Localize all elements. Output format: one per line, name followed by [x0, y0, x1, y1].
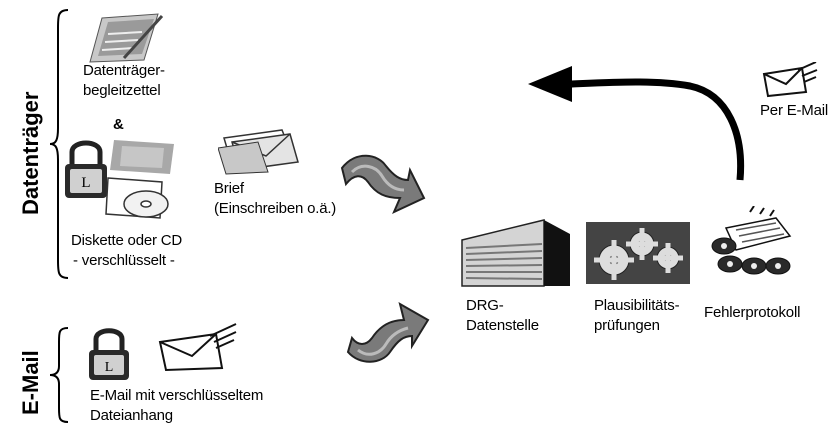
label-per-email: Per E-Mail: [760, 102, 829, 119]
brace-email: [49, 327, 69, 423]
group-label-datentraeger: Datenträger: [18, 91, 43, 215]
group-label-email: E-Mail: [18, 350, 43, 415]
disk-cd-icon: [104, 138, 178, 220]
label-fehlerprotokoll: Fehlerprotokoll: [704, 304, 801, 321]
brace-datentraeger: [49, 9, 69, 279]
svg-text:L: L: [81, 175, 90, 191]
lock-icon: L: [62, 136, 110, 200]
return-arrow-icon: [528, 66, 745, 181]
label-brief-2: (Einschreiben o.ä.): [214, 200, 337, 217]
label-email-attach-1: E-Mail mit verschlüsseltem: [90, 387, 264, 404]
label-begleitzettel-1: Datenträger-: [83, 62, 165, 79]
building-icon: [458, 214, 574, 288]
label-ampersand: &: [113, 116, 124, 133]
hand-arrow-icon: [336, 146, 426, 222]
label-plaus-2: prüfungen: [594, 317, 660, 334]
hand-arrow-icon: [342, 296, 432, 372]
label-brief-1: Brief: [214, 180, 244, 197]
label-begleitzettel-2: begleitzettel: [83, 82, 161, 99]
envelope-letters-icon: [218, 124, 304, 176]
label-drg-1: DRG-: [466, 297, 504, 314]
label-diskette-1: Diskette oder CD: [71, 232, 183, 249]
envelope-icon: [158, 322, 238, 372]
label-drg-2: Datenstelle: [466, 317, 539, 334]
label-email-attach-2: Dateianhang: [90, 407, 173, 424]
paper-rolls-icon: [706, 206, 802, 284]
lock-icon: L: [86, 324, 132, 382]
label-plaus-1: Plausibilitäts-: [594, 297, 680, 314]
envelope-icon: [762, 62, 818, 98]
gears-icon: [586, 222, 690, 284]
document-pen-icon: [88, 12, 166, 64]
svg-text:L: L: [105, 360, 114, 375]
label-diskette-2: - verschlüsselt -: [73, 252, 175, 269]
